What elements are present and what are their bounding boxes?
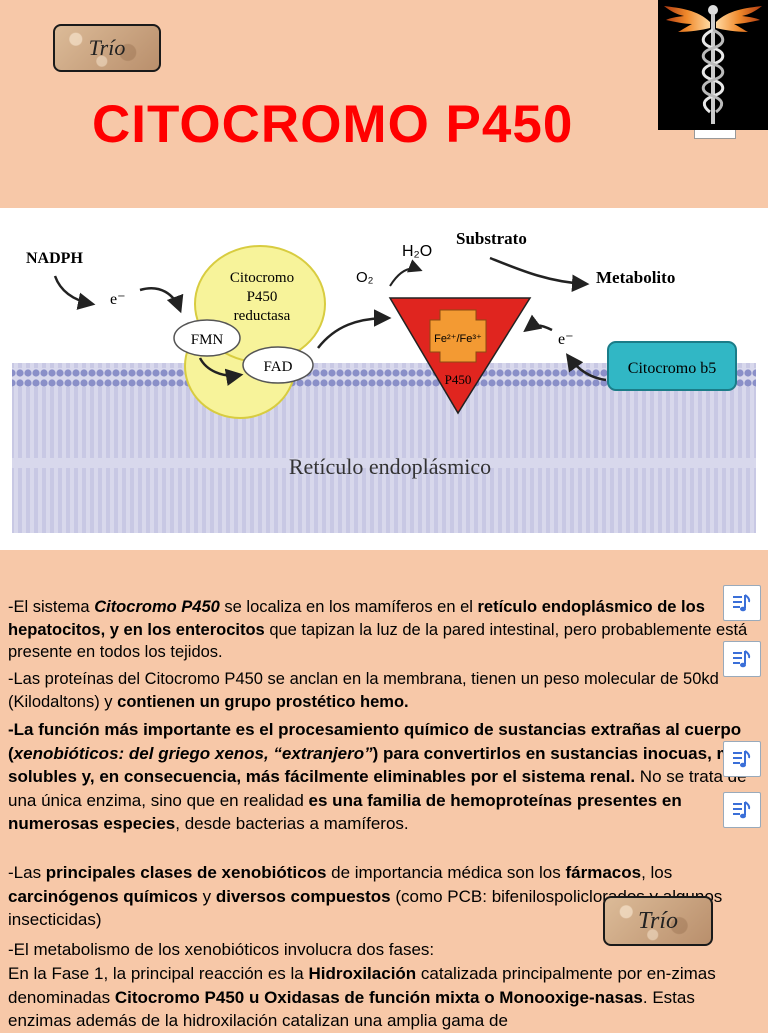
trio-button-label: Trío xyxy=(88,35,126,60)
reductase-line1: Citocromo xyxy=(230,270,294,286)
fmn-label: FMN xyxy=(191,332,224,348)
paragraph-function: -La función más importante es el procesa… xyxy=(8,720,751,833)
audio-note-icon xyxy=(733,750,751,768)
audio-note-icon xyxy=(733,594,751,612)
paragraph-metabolism: -El metabolismo de los xenobióticos invo… xyxy=(8,940,435,959)
metabolito-label: Metabolito xyxy=(596,268,675,287)
reductase-line3: reductasa xyxy=(234,308,291,324)
substrato-label: Substrato xyxy=(456,229,527,248)
paragraph-phase1: En la Fase 1, la principal reacción es l… xyxy=(8,964,716,1030)
page-title: CITOCROMO P450 xyxy=(92,95,574,154)
caduceus-logo xyxy=(658,0,768,130)
nadph-label: NADPH xyxy=(26,250,83,267)
iron-label: Fe²⁺/Fe³⁺ xyxy=(434,333,482,345)
b5-box xyxy=(607,341,737,391)
cytochrome-diagram: Retículo endoplásmico Citocromo P450 red… xyxy=(0,208,768,550)
trio-button-label: Trío xyxy=(637,907,679,934)
trio-button-top[interactable]: Trío xyxy=(53,24,161,72)
audio-button-2[interactable] xyxy=(723,641,761,677)
paragraph-proteins: -Las proteínas del Citocromo P450 se anc… xyxy=(8,670,719,711)
electron-right-label: e⁻ xyxy=(558,331,574,348)
audio-note-icon xyxy=(733,801,751,819)
p450-label: P450 xyxy=(445,372,472,387)
audio-button-4[interactable] xyxy=(723,792,761,828)
electron-left-label: e⁻ xyxy=(110,291,126,308)
fad-node xyxy=(242,346,314,384)
logo-tab xyxy=(694,130,736,139)
fad-label: FAD xyxy=(264,359,293,375)
audio-note-icon xyxy=(733,650,751,668)
reductase-line2: P450 xyxy=(247,289,278,305)
audio-button-1[interactable] xyxy=(723,585,761,621)
caduceus-icon xyxy=(664,5,762,124)
audio-button-3[interactable] xyxy=(723,741,761,777)
paragraph-location: -El sistema Citocromo P450 se localiza e… xyxy=(8,598,748,661)
h2o-label: H₂O xyxy=(402,243,432,260)
membrane-label: Retículo endoplásmico xyxy=(289,454,491,479)
fmn-node xyxy=(173,319,241,357)
trio-button-bottom[interactable]: Trío xyxy=(603,896,713,946)
o2-label: O₂ xyxy=(356,269,374,286)
b5-label: Citocromo b5 xyxy=(628,360,716,377)
